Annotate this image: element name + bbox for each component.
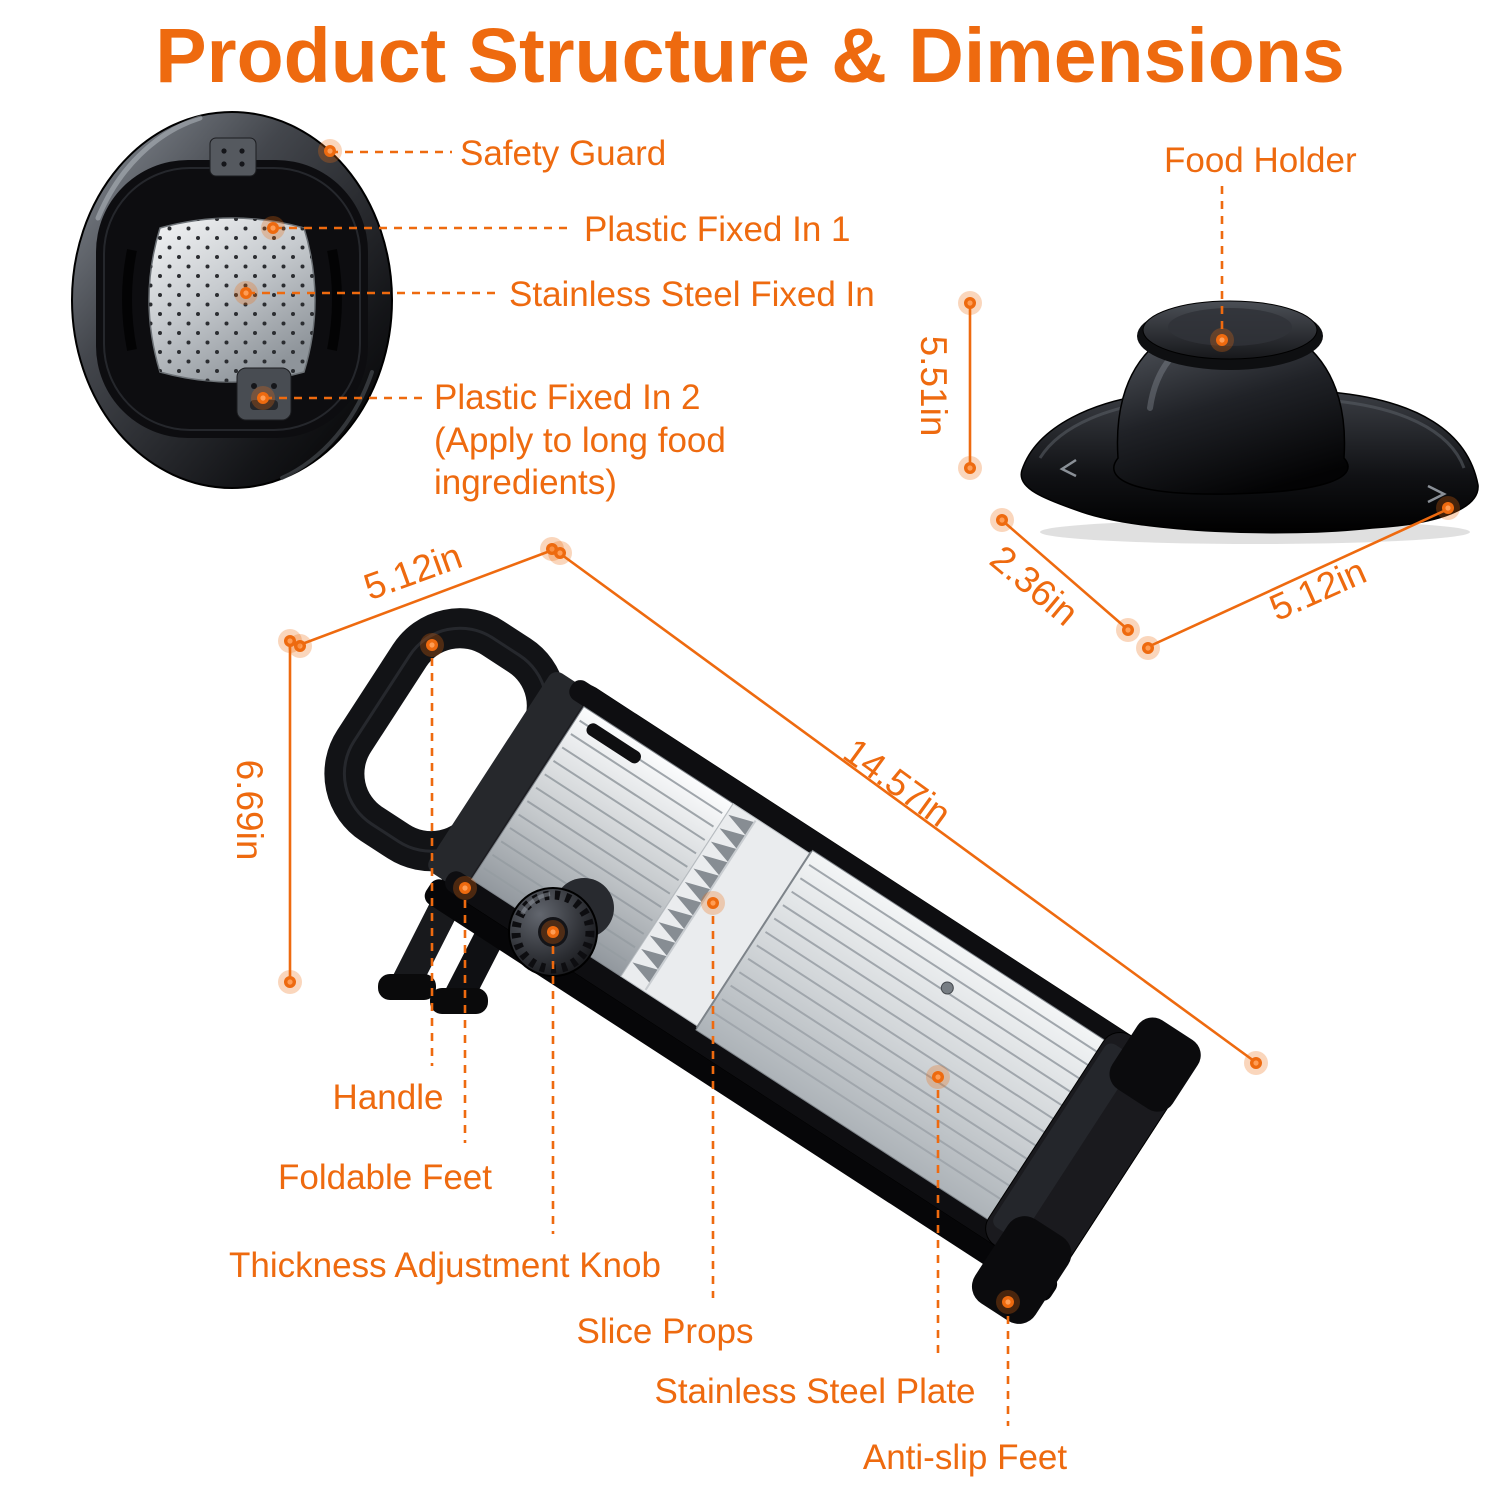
food-holder-illustration: [1020, 300, 1479, 544]
arrow-right-icon: [1427, 484, 1447, 504]
slice-props-label: Slice Props: [576, 1312, 754, 1351]
stainless-steel-plate-label: Stainless Steel Plate: [654, 1372, 976, 1411]
slicer-height-dimension: 6.69in: [229, 759, 270, 861]
food-holder-label: Food Holder: [1164, 141, 1357, 180]
guard-top-clip: [209, 137, 257, 177]
safety-guard-label: Safety Guard: [460, 134, 667, 173]
holder-knob-cap: [1137, 300, 1323, 370]
food-holder-height-dimension: 5.51in: [913, 335, 954, 437]
slicer-handle: [324, 608, 588, 888]
plastic-fixed-in-1-label: Plastic Fixed In 1: [584, 210, 851, 249]
anti-slip-feet-label: Anti-slip Feet: [862, 1438, 1068, 1477]
safety-guard-illustration: [71, 111, 393, 489]
mandoline-slicer-illustration: [324, 608, 1201, 1324]
handle-label: Handle: [332, 1078, 444, 1117]
foldable-feet-label: Foldable Feet: [277, 1158, 493, 1197]
marker-dot: [958, 291, 982, 315]
page-title: Product Structure & Dimensions: [155, 13, 1345, 99]
arrow-left-icon: [1059, 458, 1077, 478]
guard-bottom-clip: [236, 367, 292, 421]
stainless-steel-fixed-in-label: Stainless Steel Fixed In: [509, 275, 875, 314]
marker-dot: [958, 456, 982, 480]
plastic-fixed-in-2-label: Plastic Fixed In 2 (Apply to long food i…: [434, 378, 726, 503]
thickness-adjustment-knob-label: Thickness Adjustment Knob: [229, 1246, 661, 1285]
guard-steel-plate: [148, 217, 316, 383]
